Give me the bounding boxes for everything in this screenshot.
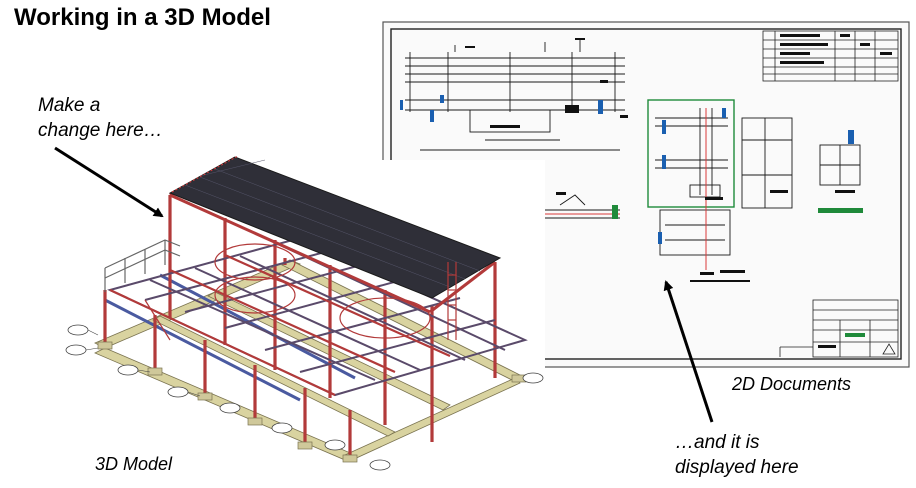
caption-2d-documents: 2D Documents <box>732 374 852 394</box>
columns <box>103 195 497 458</box>
annotation-line: …and it is <box>675 432 760 453</box>
handrail <box>104 239 181 292</box>
title-block-top <box>762 30 899 82</box>
title-block-bottom <box>779 299 899 358</box>
grid-bubbles <box>65 324 544 471</box>
roof <box>168 156 502 299</box>
caption-3d-model: 3D Model <box>95 454 173 474</box>
annotation-line: Make a <box>38 95 101 116</box>
arrow-to-drawing <box>663 280 714 423</box>
page-title: Working in a 3D Model <box>14 4 271 31</box>
section-view <box>655 108 731 256</box>
annotation-line: change here… <box>38 120 163 141</box>
foundation-beams <box>94 259 521 461</box>
annotation-change-here: Make a change here… <box>38 93 163 143</box>
annotation-displayed-here: …and it is displayed here <box>675 430 799 480</box>
arrow-to-model <box>54 146 164 218</box>
floor-grid <box>107 236 528 397</box>
annotation-line: displayed here <box>675 457 799 478</box>
